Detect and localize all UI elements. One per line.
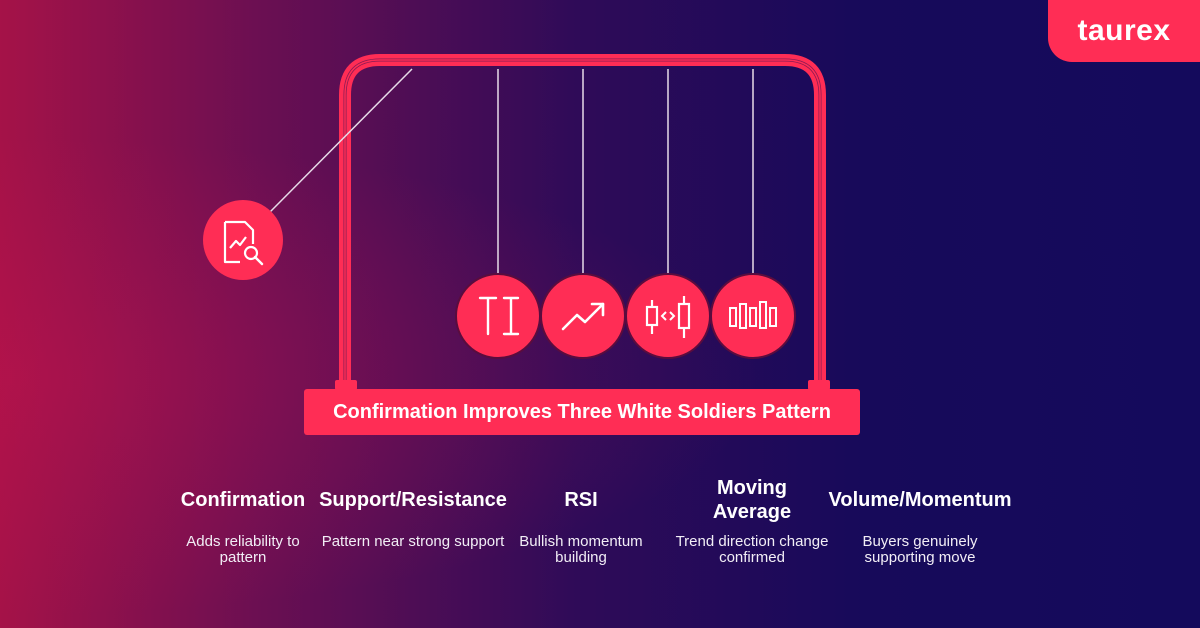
brand-logo: taurex [1048, 0, 1200, 62]
factor-title: Volume/Momentum [828, 489, 1012, 511]
factor-description: Adds reliability to pattern [186, 533, 300, 566]
cradle-foot-right [808, 380, 830, 390]
factor-rsi: RSI Bullish momentum building [512, 476, 650, 566]
factor-title: Moving Average [712, 477, 792, 523]
chart-search-icon [203, 200, 283, 280]
factor-description: Buyers genuinely supporting move [862, 533, 978, 566]
support-resistance-icon [455, 273, 541, 359]
factor-confirmation: Confirmation Adds reliability to pattern [172, 476, 314, 566]
cradle-foot-left [335, 380, 357, 390]
factor-title: Confirmation [180, 489, 306, 511]
factor-volume-momentum: Volume/Momentum Buyers genuinely support… [824, 476, 1016, 566]
candlestick-compare-icon [625, 273, 711, 359]
string-loose [269, 68, 413, 213]
diagram-title-banner: Confirmation Improves Three White Soldie… [304, 389, 860, 435]
factor-description: Trend direction change confirmed [675, 533, 829, 566]
factor-moving-average: Moving Average Trend direction change co… [674, 476, 830, 566]
trend-arrow-icon [540, 273, 626, 359]
factor-title: RSI [564, 489, 598, 511]
factor-title: Support/Resistance [319, 489, 507, 511]
factor-description: Pattern near strong support [321, 533, 505, 550]
factor-description: Bullish momentum building [519, 533, 643, 566]
factor-support-resistance: Support/Resistance Pattern near strong s… [314, 476, 512, 550]
volume-bars-icon [710, 273, 796, 359]
